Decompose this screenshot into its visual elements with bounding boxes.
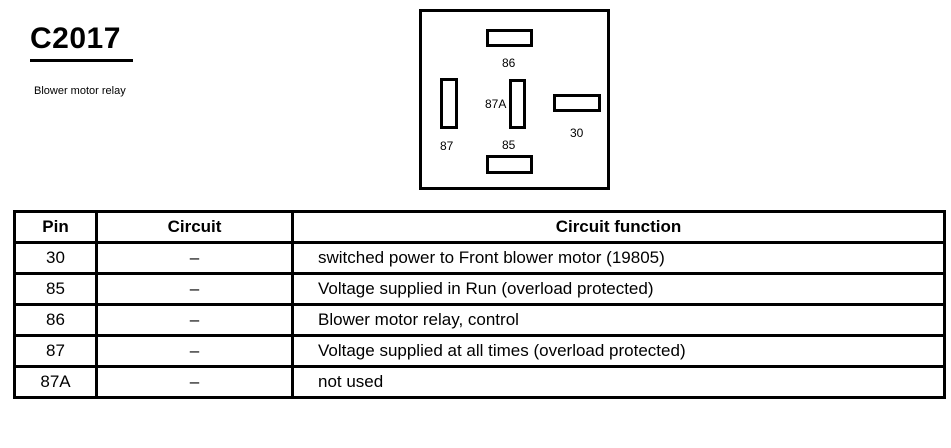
pin-slot-30: [553, 94, 601, 112]
pin-label-85: 85: [502, 138, 516, 152]
table-row: 30 – switched power to Front blower moto…: [13, 241, 946, 275]
pin-label-86: 86: [502, 56, 516, 70]
cell-circuit: –: [95, 241, 294, 275]
cell-circuit-function: Blower motor relay, control: [291, 303, 946, 337]
table-header-row: Pin Circuit Circuit function: [13, 210, 946, 244]
connector-face-view: 86 87A 87 30 85: [419, 9, 610, 190]
cell-circuit-function: Voltage supplied at all times (overload …: [291, 334, 946, 368]
cell-circuit-function: switched power to Front blower motor (19…: [291, 241, 946, 275]
header-circuit-function: Circuit function: [291, 210, 946, 244]
cell-circuit: –: [95, 272, 294, 306]
pin-label-87a: 87A: [485, 97, 507, 111]
cell-circuit-function: Voltage supplied in Run (overload protec…: [291, 272, 946, 306]
cell-circuit: –: [95, 365, 294, 399]
pin-slot-87: [440, 78, 458, 129]
pin-slot-86: [486, 29, 533, 47]
pin-slot-87a: [509, 79, 526, 129]
cell-circuit-function: not used: [291, 365, 946, 399]
cell-pin: 30: [13, 241, 98, 275]
connector-description: Blower motor relay: [34, 85, 126, 97]
pin-label-87: 87: [440, 139, 454, 153]
pin-slot-85: [486, 155, 533, 174]
header-circuit: Circuit: [95, 210, 294, 244]
table-row: 86 – Blower motor relay, control: [13, 303, 946, 337]
table-row: 87 – Voltage supplied at all times (over…: [13, 334, 946, 368]
pin-table: Pin Circuit Circuit function 30 – switch…: [13, 210, 946, 399]
header-pin: Pin: [13, 210, 98, 244]
cell-pin: 86: [13, 303, 98, 337]
cell-pin: 87A: [13, 365, 98, 399]
cell-pin: 87: [13, 334, 98, 368]
cell-pin: 85: [13, 272, 98, 306]
cell-circuit: –: [95, 303, 294, 337]
connector-id: C2017: [30, 22, 121, 55]
connector-id-underline: [30, 59, 133, 62]
table-row: 87A – not used: [13, 365, 946, 399]
pin-label-30: 30: [570, 126, 584, 140]
cell-circuit: –: [95, 334, 294, 368]
table-row: 85 – Voltage supplied in Run (overload p…: [13, 272, 946, 306]
